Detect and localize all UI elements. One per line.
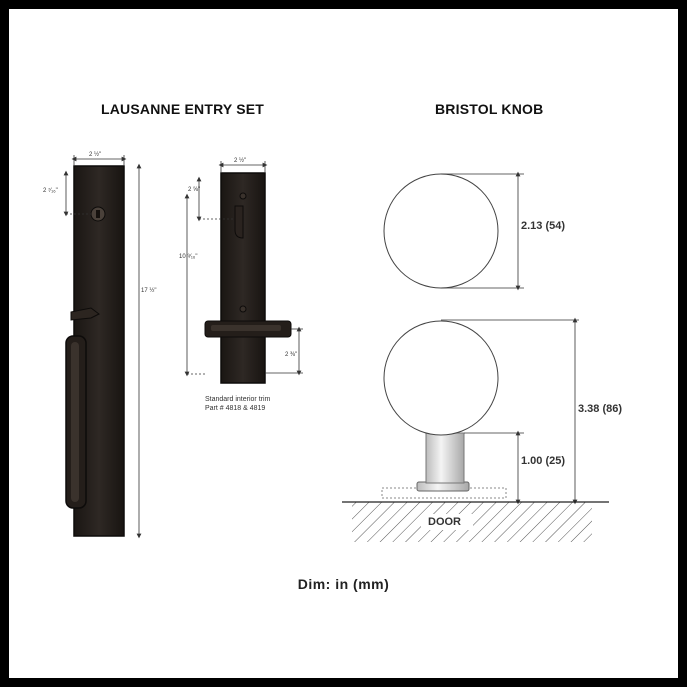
interior-escutcheon	[220, 172, 266, 384]
exterior-height-label: 17 ½"	[141, 288, 157, 294]
knob-side-dimensions	[441, 317, 579, 505]
knob-diameter-label: 2.13 (54)	[521, 220, 566, 232]
caption-line-2: Part # 4818 & 4819	[205, 405, 266, 412]
knob-shank	[425, 432, 465, 484]
lever-screw	[239, 305, 247, 313]
knob-ball	[383, 320, 499, 436]
center-to-center-label: 10 ⁹⁄₁₆"	[179, 254, 198, 260]
grip-highlight	[71, 342, 79, 502]
knob-diameter-dimension	[441, 171, 524, 291]
interior-trim-caption: Standard interior trim Part # 4818 & 481…	[205, 395, 270, 413]
top-screw	[239, 192, 247, 200]
thumbturn-offset-label: 2 ⅝"	[188, 187, 201, 193]
technical-drawing	[63, 155, 609, 542]
thumb-piece	[70, 307, 100, 321]
lever-highlight	[211, 325, 281, 331]
interior-dimensions	[184, 161, 303, 377]
interior-trim	[204, 172, 292, 384]
units-note: Dim: in (mm)	[297, 576, 390, 592]
knob-side-view	[381, 320, 507, 499]
lever-offset-label: 2 ⅜"	[285, 352, 298, 358]
exterior-width-label: 2 ½"	[89, 152, 102, 158]
drawing-canvas: LAUSANNE ENTRY SET BRISTOL KNOB	[9, 9, 678, 678]
exterior-handleset	[65, 165, 125, 537]
knob-title: BRISTOL KNOB	[435, 101, 544, 117]
knob-front-view	[383, 173, 499, 289]
keyway	[96, 210, 100, 218]
cylinder-offset-label: 2 ⁷⁄₁₆"	[43, 188, 58, 194]
rose-height-label: 1.00 (25)	[521, 455, 566, 467]
entry-set-title: LAUSANNE ENTRY SET	[101, 101, 265, 117]
exterior-dimensions	[63, 155, 142, 539]
knob-projection-label: 3.38 (86)	[578, 403, 623, 415]
caption-line-1: Standard interior trim	[205, 396, 271, 403]
door-label-background	[421, 514, 473, 530]
interior-width-label: 2 ½"	[234, 158, 247, 164]
thumbturn	[234, 205, 244, 239]
door-label: DOOR	[428, 516, 461, 528]
